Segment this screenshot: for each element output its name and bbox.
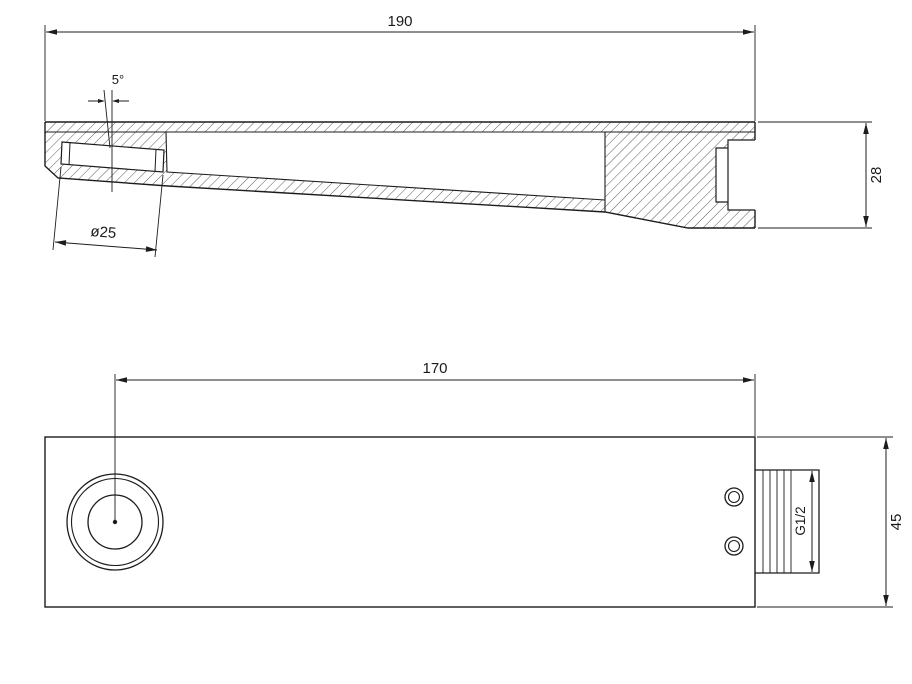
fixing-hole-top (724, 487, 744, 507)
dimension-line (54, 241, 158, 251)
section-cavity (166, 132, 605, 200)
dim-label-body-width: 45 (888, 514, 905, 531)
plan-body (44, 436, 820, 608)
arrowhead-bottom (863, 216, 869, 227)
arrowhead-right (145, 246, 157, 252)
dim-label-overall-length: 190 (387, 13, 412, 30)
section-recess-outline (60, 141, 165, 173)
dim-label-outlet-diameter: ø25 (90, 223, 117, 242)
section-inlet-bore (716, 140, 755, 210)
dimension-overall-length: 190 (44, 13, 756, 121)
extension-lines (44, 25, 756, 121)
extension-lines (757, 436, 893, 608)
arrowhead-bottom (809, 561, 815, 572)
section-bore-outline (715, 139, 755, 211)
extension-lines (758, 121, 872, 229)
arrowhead-left (98, 99, 105, 103)
dimension-end-height: 28 (758, 121, 885, 229)
dimension-outlet-diameter: ø25 (52, 166, 164, 258)
thread-nipple (755, 469, 820, 574)
section-cavity-outline (165, 131, 606, 212)
section-outline-bottom-left (44, 122, 755, 229)
dim-label-thread-size: G1/2 (793, 506, 808, 535)
arrowhead-top (809, 471, 815, 482)
arrowhead-top (883, 438, 889, 449)
dimension-thread-size: G1/2 (793, 471, 815, 572)
arrowhead-right (743, 29, 754, 35)
plan-view: 170 45 G1/2 (44, 360, 905, 608)
fixing-hole-inner (727, 490, 741, 504)
angle-tilted-line (103, 89, 111, 149)
arrowhead-top (863, 123, 869, 134)
arrowhead-right (743, 377, 754, 383)
extension-lines (52, 166, 164, 258)
plan-body-outline (44, 436, 756, 608)
thread-nipple-outline (755, 469, 820, 574)
fixing-hole-inner (727, 539, 741, 553)
dim-label-spout-angle: 5° (112, 72, 124, 87)
dimension-outlet-to-end: 170 (114, 360, 756, 523)
dim-label-end-height: 28 (868, 167, 885, 184)
arrowhead-left (116, 377, 127, 383)
fixing-hole-bottom (724, 536, 744, 556)
arrowhead-right (112, 99, 119, 103)
fixing-hole-outer (724, 536, 744, 556)
section-body (44, 121, 756, 229)
dimension-spout-angle: 5° (88, 72, 129, 192)
thread-lines (762, 470, 792, 573)
arrowhead-left (55, 240, 67, 246)
section-recess-seat-lines (68, 142, 157, 172)
arrowhead-left (46, 29, 57, 35)
section-view: 190 5° ø25 28 (44, 13, 885, 258)
extension-lines (114, 374, 756, 523)
dimension-body-width: 45 (757, 436, 905, 608)
fixing-hole-outer (724, 487, 744, 507)
arrowhead-bottom (883, 595, 889, 606)
dim-label-outlet-to-end: 170 (422, 360, 447, 377)
section-outlet-recess (61, 142, 164, 172)
